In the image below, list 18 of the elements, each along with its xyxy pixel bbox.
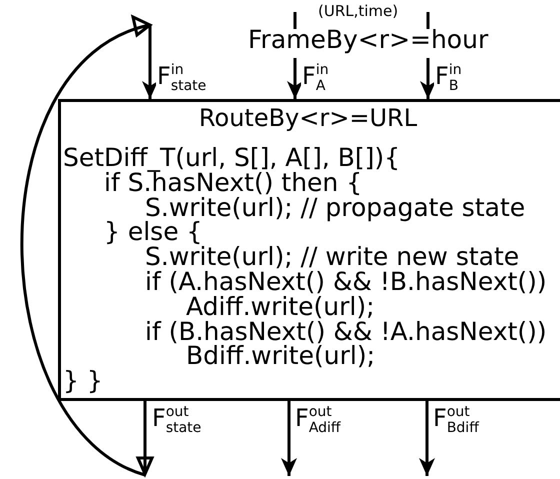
code-line: } else { [104,219,202,244]
code-line: Adiff.write(url); [186,294,375,319]
code-line: } } [63,368,103,394]
feedback-loop-arrow [20,16,158,476]
code-line: Bdiff.write(url); [186,343,375,368]
stream-label: FrameBy<r>=hour [248,25,488,55]
arrow [281,401,297,476]
arrow [287,58,303,99]
stream-key-label: (URL,time) [318,2,398,20]
code-line: if (B.hasNext() && !A.hasNext()) [145,318,547,344]
process-box [58,99,560,401]
code-line: if (A.hasNext() && !B.hasNext()) [145,269,547,294]
code-line: S.write(url); // write new state [145,244,520,270]
code-line: S.write(url); // propagate state [145,194,526,220]
code-line: SetDiff_T(url, S[], A[], B[]){ [63,145,400,170]
arrow [420,58,436,99]
box-title: RouteBy<r>=URL [198,106,418,131]
arrow [419,401,435,476]
